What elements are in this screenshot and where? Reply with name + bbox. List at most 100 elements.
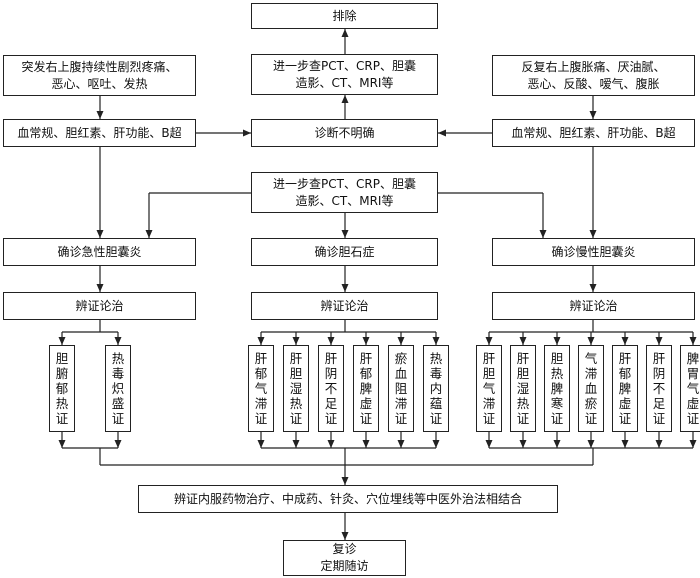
arrow-acute-exam-to-unclear-arrowhead (243, 129, 251, 137)
further-test-mid-box: 进一步查PCT、CRP、胆囊 造影、CT、MRI等 (251, 172, 438, 213)
arrow-collector-to-treatment-arrowhead (341, 477, 349, 485)
syndrome-chronic-box-label: 辨证论治 (569, 298, 618, 313)
arrow-to-chronic-type-arrowhead (553, 337, 561, 345)
acute-symptoms-box: 突发右上腹持续性剧烈疼痛、 恶心、呕吐、发热 (3, 55, 196, 96)
acute-syndrome-type-box: 胆腑郁热证 (49, 345, 75, 432)
arrow-from-chronic-type-arrowhead (621, 440, 629, 448)
chronic-symptoms-box-label: 反复右上腹胀痛、厌油腻、 恶心、反酸、嗳气、腹胀 (521, 59, 666, 91)
arrow-further-to-stone-arrowhead (341, 230, 349, 238)
arrow-acute-symptoms-to-exam-arrowhead (96, 111, 104, 119)
arrow-acute-diag-to-syndrome-arrowhead (96, 284, 104, 292)
further-test-top-box-label: 进一步查PCT、CRP、胆囊 造影、CT、MRI等 (273, 58, 416, 90)
diagnosis-acute-box: 确诊急性胆囊炎 (3, 238, 196, 266)
arrow-further-to-exclude-arrowhead (341, 29, 349, 37)
arrow-from-chronic-type-arrowhead (485, 440, 493, 448)
arrow-from-chronic-type-arrowhead (519, 440, 527, 448)
arrow-unclear-to-further-arrowhead (341, 95, 349, 103)
diagnosis-stone-box-label: 确诊胆石症 (314, 244, 375, 259)
arrow-to-stone-type-arrowhead (362, 337, 370, 345)
chronic-syndrome-type-box-label: 胆热脾寒证 (550, 351, 564, 426)
chronic-syndrome-type-box: 气滞血瘀证 (578, 345, 604, 432)
arrow-to-chronic-type-arrowhead (485, 337, 493, 345)
diagnosis-unclear-box: 诊断不明确 (251, 119, 438, 147)
acute-symptoms-box-label: 突发右上腹持续性剧烈疼痛、 恶心、呕吐、发热 (21, 59, 178, 91)
chronic-syndrome-type-box-label: 肝郁脾虚证 (618, 351, 632, 426)
followup-box: 复诊 定期随访 (283, 540, 406, 576)
arrow-to-acute-type-arrowhead (114, 337, 122, 345)
arrow-to-acute-type-arrowhead (58, 337, 66, 345)
chronic-exam-box-label: 血常规、胆红素、肝功能、B超 (511, 125, 676, 140)
chronic-syndrome-type-box-label: 肝阴不足证 (652, 351, 666, 426)
stone-syndrome-type-box-label: 瘀血阻滞证 (394, 351, 408, 426)
acute-exam-box: 血常规、胆红素、肝功能、B超 (3, 119, 196, 147)
syndrome-acute-box: 辨证论治 (3, 292, 196, 320)
followup-box-label: 复诊 定期随访 (320, 542, 369, 573)
arrow-chronic-symptoms-to-exam-arrowhead (589, 111, 597, 119)
arrow-acute-exam-to-diagnosis-arrowhead (96, 230, 104, 238)
diagnosis-acute-box-label: 确诊急性胆囊炎 (57, 244, 142, 259)
chronic-syndrome-type-box-label: 肝胆湿热证 (516, 351, 530, 426)
stone-syndrome-type-box: 热毒内蕴证 (423, 345, 449, 432)
arrow-from-acute-type-arrowhead (58, 440, 66, 448)
stone-syndrome-type-box-label: 肝阴不足证 (324, 351, 338, 426)
combined-treatment-box: 辨证内服药物治疗、中成药、针灸、穴位埋线等中医外治法相结合 (138, 485, 558, 513)
chronic-syndrome-type-box: 肝阴不足证 (646, 345, 672, 432)
syndrome-stone-box-label: 辨证论治 (320, 298, 369, 313)
arrow-stone-diag-to-syndrome-arrowhead (341, 284, 349, 292)
chronic-syndrome-type-box: 肝胆气滞证 (476, 345, 502, 432)
arrow-to-stone-type-arrowhead (432, 337, 440, 345)
stone-syndrome-type-box-label: 肝郁脾虚证 (359, 351, 373, 426)
exclude-box-label: 排除 (332, 8, 357, 23)
chronic-syndrome-type-box: 肝郁脾虚证 (612, 345, 638, 432)
stone-syndrome-type-box: 肝郁气滞证 (248, 345, 274, 432)
chronic-syndrome-type-box-label: 气滞血瘀证 (584, 351, 598, 426)
further-test-top-box: 进一步查PCT、CRP、胆囊 造影、CT、MRI等 (251, 54, 438, 95)
acute-exam-box-label: 血常规、胆红素、肝功能、B超 (17, 125, 182, 140)
arrow-to-stone-type-arrowhead (397, 337, 405, 345)
arrow-to-stone-type-arrowhead (327, 337, 335, 345)
diagnosis-unclear-box-label: 诊断不明确 (314, 125, 375, 140)
arrow-from-chronic-type-arrowhead (655, 440, 663, 448)
diagnosis-stone-box: 确诊胆石症 (251, 238, 438, 266)
arrow-from-chronic-type-arrowhead (587, 440, 595, 448)
syndrome-stone-box: 辨证论治 (251, 292, 438, 320)
acute-syndrome-type-box: 热毒炽盛证 (105, 345, 131, 432)
arrow-from-stone-type-arrowhead (432, 440, 440, 448)
stone-syndrome-type-box: 肝胆湿热证 (283, 345, 309, 432)
arrow-to-chronic-type-arrowhead (655, 337, 663, 345)
syndrome-chronic-box: 辨证论治 (492, 292, 695, 320)
arrow-chronic-diag-to-syndrome-arrowhead (589, 284, 597, 292)
stone-syndrome-type-box: 瘀血阻滞证 (388, 345, 414, 432)
arrow-further-to-chronic-arrowhead (539, 230, 547, 238)
stone-syndrome-type-box-label: 肝胆湿热证 (289, 351, 303, 426)
arrow-from-stone-type-arrowhead (327, 440, 335, 448)
arrow-from-stone-type-arrowhead (362, 440, 370, 448)
arrow-to-chronic-type-arrowhead (587, 337, 595, 345)
further-test-mid-box-label: 进一步查PCT、CRP、胆囊 造影、CT、MRI等 (273, 176, 416, 208)
arrow-from-chronic-type-arrowhead (553, 440, 561, 448)
chronic-symptoms-box: 反复右上腹胀痛、厌油腻、 恶心、反酸、嗳气、腹胀 (492, 55, 695, 96)
arrow-to-stone-type-arrowhead (257, 337, 265, 345)
chronic-syndrome-type-box-label: 肝胆气滞证 (482, 351, 496, 426)
chronic-syndrome-type-box: 脾胃气虚证 (680, 345, 700, 432)
stone-syndrome-type-box-label: 热毒内蕴证 (429, 351, 443, 426)
arrow-further-to-acute-arrowhead (145, 230, 153, 238)
syndrome-acute-box-label: 辨证论治 (75, 298, 124, 313)
arrow-from-acute-type-arrowhead (114, 440, 122, 448)
arrow-to-chronic-type-arrowhead (519, 337, 527, 345)
diagnosis-chronic-box: 确诊慢性胆囊炎 (492, 238, 695, 266)
stone-syndrome-type-box: 肝郁脾虚证 (353, 345, 379, 432)
arrow-chronic-exam-to-diagnosis-arrowhead (589, 230, 597, 238)
chronic-syndrome-type-box-label: 脾胃气虚证 (686, 351, 700, 426)
combined-treatment-box-label: 辨证内服药物治疗、中成药、针灸、穴位埋线等中医外治法相结合 (173, 491, 522, 506)
arrow-treatment-to-followup-arrowhead (341, 532, 349, 540)
diagnosis-chronic-box-label: 确诊慢性胆囊炎 (551, 244, 636, 259)
arrow-from-stone-type-arrowhead (397, 440, 405, 448)
arrow-chronic-exam-to-unclear-arrowhead (438, 129, 446, 137)
acute-syndrome-type-box-label: 胆腑郁热证 (55, 351, 69, 426)
acute-syndrome-type-box-label: 热毒炽盛证 (111, 351, 125, 426)
arrow-to-chronic-type-arrowhead (689, 337, 697, 345)
arrow-to-stone-type-arrowhead (292, 337, 300, 345)
